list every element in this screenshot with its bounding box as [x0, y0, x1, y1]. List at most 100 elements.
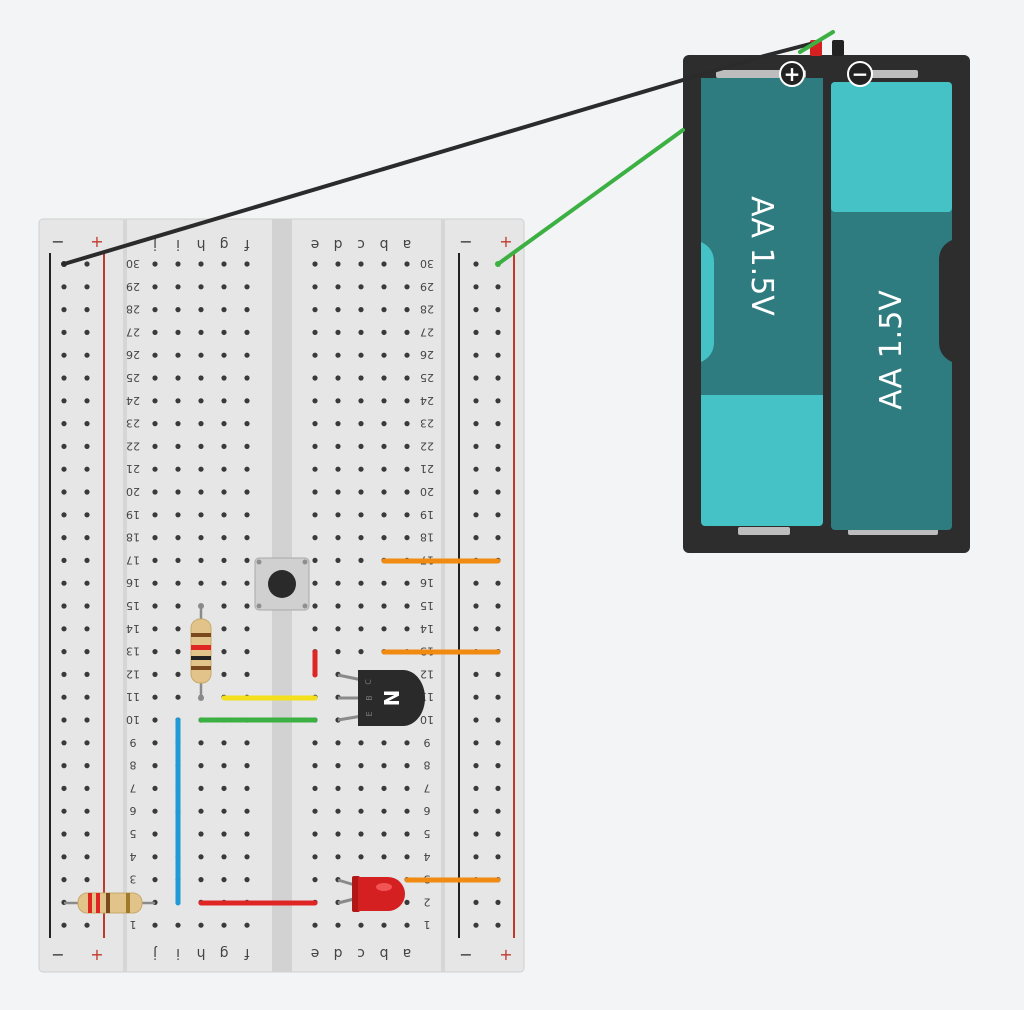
rail-hole[interactable]	[84, 785, 90, 792]
battery-plus-terminal[interactable]	[779, 61, 805, 87]
breadboard-hole[interactable]	[152, 580, 158, 586]
breadboard-hole[interactable]	[358, 763, 364, 769]
breadboard-hole[interactable]	[381, 375, 387, 381]
breadboard-hole[interactable]	[152, 694, 158, 700]
rail-hole[interactable]	[495, 603, 501, 609]
rail-hole[interactable]	[473, 580, 479, 586]
breadboard-hole[interactable]	[221, 831, 227, 837]
breadboard-hole[interactable]	[198, 466, 204, 472]
rail-hole[interactable]	[473, 671, 479, 678]
breadboard-hole[interactable]	[175, 535, 181, 541]
breadboard-hole[interactable]	[312, 512, 318, 518]
rail-hole[interactable]	[495, 854, 501, 860]
breadboard-hole[interactable]	[381, 626, 387, 632]
breadboard-hole[interactable]	[404, 899, 410, 906]
breadboard-hole[interactable]	[152, 557, 158, 564]
breadboard-hole[interactable]	[335, 535, 341, 541]
breadboard-hole[interactable]	[335, 763, 341, 769]
breadboard-hole[interactable]	[244, 512, 250, 518]
breadboard-hole[interactable]	[152, 421, 158, 427]
breadboard-hole[interactable]	[221, 649, 227, 655]
breadboard-hole[interactable]	[152, 466, 158, 472]
breadboard-hole[interactable]	[221, 261, 227, 267]
breadboard-hole[interactable]	[244, 603, 250, 609]
breadboard-hole[interactable]	[244, 352, 250, 358]
breadboard-hole[interactable]	[381, 922, 387, 928]
rail-hole[interactable]	[84, 626, 90, 632]
rail-hole[interactable]	[495, 763, 501, 769]
breadboard-hole[interactable]	[152, 854, 158, 860]
breadboard-hole[interactable]	[175, 398, 181, 404]
rail-hole[interactable]	[61, 352, 67, 358]
breadboard-hole[interactable]	[404, 740, 410, 746]
breadboard-hole[interactable]	[404, 831, 410, 837]
breadboard-hole[interactable]	[221, 785, 227, 792]
breadboard-hole[interactable]	[312, 603, 318, 609]
breadboard-hole[interactable]	[198, 284, 204, 290]
rail-hole[interactable]	[84, 580, 90, 586]
rail-hole[interactable]	[61, 854, 67, 860]
breadboard-hole[interactable]	[312, 763, 318, 769]
breadboard-hole[interactable]	[244, 626, 250, 632]
rail-hole[interactable]	[473, 854, 479, 860]
breadboard-hole[interactable]	[358, 740, 364, 746]
breadboard-hole[interactable]	[175, 375, 181, 381]
breadboard-hole[interactable]	[404, 854, 410, 860]
breadboard-hole[interactable]	[175, 466, 181, 472]
breadboard-hole[interactable]	[312, 284, 318, 290]
battery-minus-terminal[interactable]	[847, 61, 873, 87]
breadboard-hole[interactable]	[152, 398, 158, 404]
breadboard-hole[interactable]	[335, 603, 341, 609]
breadboard-hole[interactable]	[244, 307, 250, 313]
breadboard-hole[interactable]	[312, 466, 318, 472]
pushbutton[interactable]	[254, 557, 310, 611]
breadboard-hole[interactable]	[198, 763, 204, 769]
rail-hole[interactable]	[495, 671, 501, 678]
breadboard-hole[interactable]	[381, 421, 387, 427]
breadboard-hole[interactable]	[221, 329, 227, 335]
breadboard-hole[interactable]	[381, 512, 387, 518]
rail-hole[interactable]	[473, 785, 479, 792]
rail-hole[interactable]	[84, 284, 90, 290]
rail-hole[interactable]	[61, 922, 67, 928]
breadboard-hole[interactable]	[335, 284, 341, 290]
breadboard-hole[interactable]	[244, 671, 250, 678]
breadboard-hole[interactable]	[404, 763, 410, 769]
breadboard-hole[interactable]	[244, 922, 250, 928]
rail-hole[interactable]	[473, 763, 479, 769]
rail-hole[interactable]	[84, 671, 90, 678]
breadboard-hole[interactable]	[312, 626, 318, 632]
breadboard-hole[interactable]	[198, 352, 204, 358]
breadboard-hole[interactable]	[175, 694, 181, 700]
breadboard-hole[interactable]	[381, 261, 387, 267]
breadboard-hole[interactable]	[312, 535, 318, 541]
rail-hole[interactable]	[473, 626, 479, 632]
breadboard-hole[interactable]	[221, 466, 227, 472]
breadboard-hole[interactable]	[381, 398, 387, 404]
breadboard-hole[interactable]	[312, 808, 318, 814]
rail-hole[interactable]	[495, 307, 501, 313]
rail-hole[interactable]	[84, 808, 90, 814]
breadboard-hole[interactable]	[244, 329, 250, 335]
breadboard-hole[interactable]	[198, 261, 204, 267]
breadboard-hole[interactable]	[335, 785, 341, 792]
breadboard-hole[interactable]	[358, 649, 364, 655]
breadboard-hole[interactable]	[312, 307, 318, 313]
breadboard-hole[interactable]	[381, 307, 387, 313]
pushbutton-cap[interactable]	[268, 570, 296, 598]
rail-hole[interactable]	[84, 922, 90, 928]
breadboard-hole[interactable]	[152, 877, 158, 883]
breadboard-hole[interactable]	[244, 421, 250, 427]
breadboard-hole[interactable]	[404, 489, 410, 495]
breadboard-hole[interactable]	[358, 535, 364, 541]
breadboard-hole[interactable]	[381, 854, 387, 860]
breadboard-hole[interactable]	[244, 854, 250, 860]
breadboard-hole[interactable]	[221, 421, 227, 427]
rail-hole[interactable]	[473, 466, 479, 472]
rail-hole[interactable]	[84, 557, 90, 564]
breadboard-hole[interactable]	[175, 626, 181, 632]
breadboard-hole[interactable]	[221, 580, 227, 586]
breadboard-hole[interactable]	[152, 717, 158, 723]
battery-pack[interactable]: AA 1.5V AA 1.5V + −	[683, 40, 970, 553]
breadboard-hole[interactable]	[358, 466, 364, 472]
